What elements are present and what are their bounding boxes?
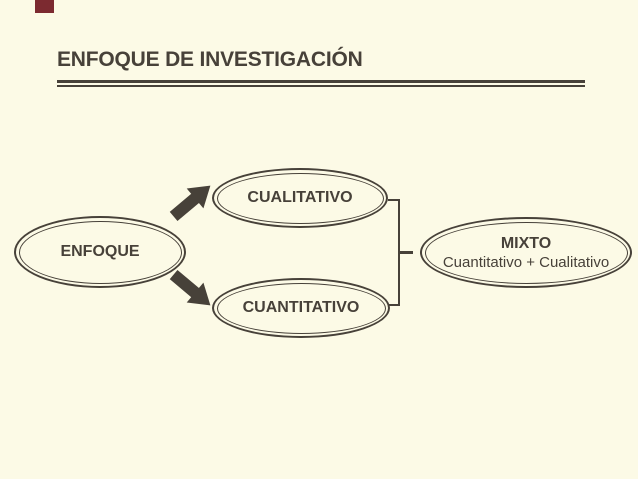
- node-enfoque: ENFOQUE: [14, 216, 186, 288]
- arrow-down-right-icon: [165, 265, 219, 316]
- node-mixto-label: MIXTO: [500, 234, 552, 252]
- bracket-connector-stub: [399, 251, 413, 254]
- node-cualitativo: CUALITATIVO: [212, 168, 388, 228]
- node-cualitativo-label: CUALITATIVO: [247, 189, 353, 206]
- title-underline: [57, 80, 585, 87]
- node-cuantitativo: CUANTITATIVO: [212, 278, 390, 338]
- node-mixto: MIXTO Cuantitativo + Cualitativo: [420, 217, 632, 288]
- arrow-up-right-icon: [165, 175, 219, 227]
- theme-accent-rect: [35, 0, 54, 13]
- node-mixto-sublabel: Cuantitativo + Cualitativo: [442, 253, 610, 271]
- slide-title: ENFOQUE DE INVESTIGACIÓN: [57, 48, 363, 71]
- node-cuantitativo-label: CUANTITATIVO: [242, 299, 360, 316]
- node-enfoque-label: ENFOQUE: [60, 243, 140, 260]
